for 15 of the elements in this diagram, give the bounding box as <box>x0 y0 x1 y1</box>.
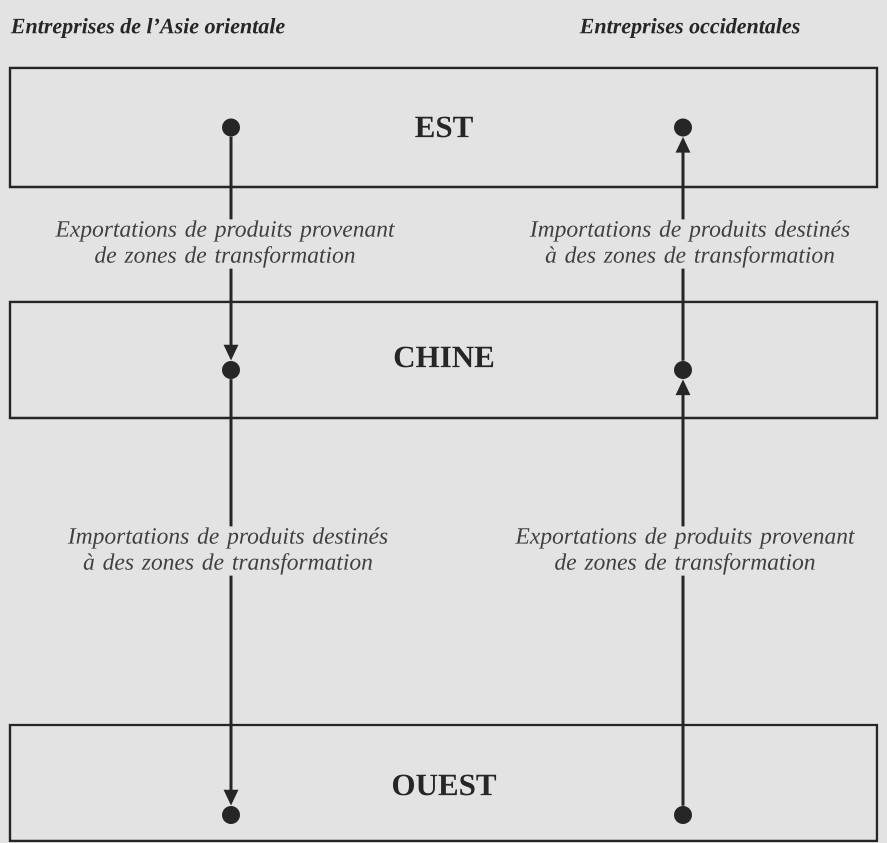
dot <box>222 118 240 136</box>
dot <box>674 118 692 136</box>
edge-label: Importations de produits destinés à des zones de transformation <box>530 220 850 268</box>
region-box: CHINE <box>8 300 878 420</box>
column-heading: Entreprises occidentales <box>580 18 800 38</box>
edge-label: Exportations de produits provenant de zones de transformation <box>515 527 855 575</box>
dot <box>222 806 240 824</box>
column-heading: Entreprises de l’Asie orientale <box>10 18 285 38</box>
region-box: EST <box>8 66 878 188</box>
dot <box>222 360 240 379</box>
edge-label: Exportations de produits provenant de zones de transformation <box>55 220 395 268</box>
region-box: OUEST <box>8 724 878 842</box>
dot <box>674 806 692 824</box>
dot <box>674 360 692 379</box>
edge-label: Importations de produits destinés à des zones de transformation <box>68 527 388 575</box>
